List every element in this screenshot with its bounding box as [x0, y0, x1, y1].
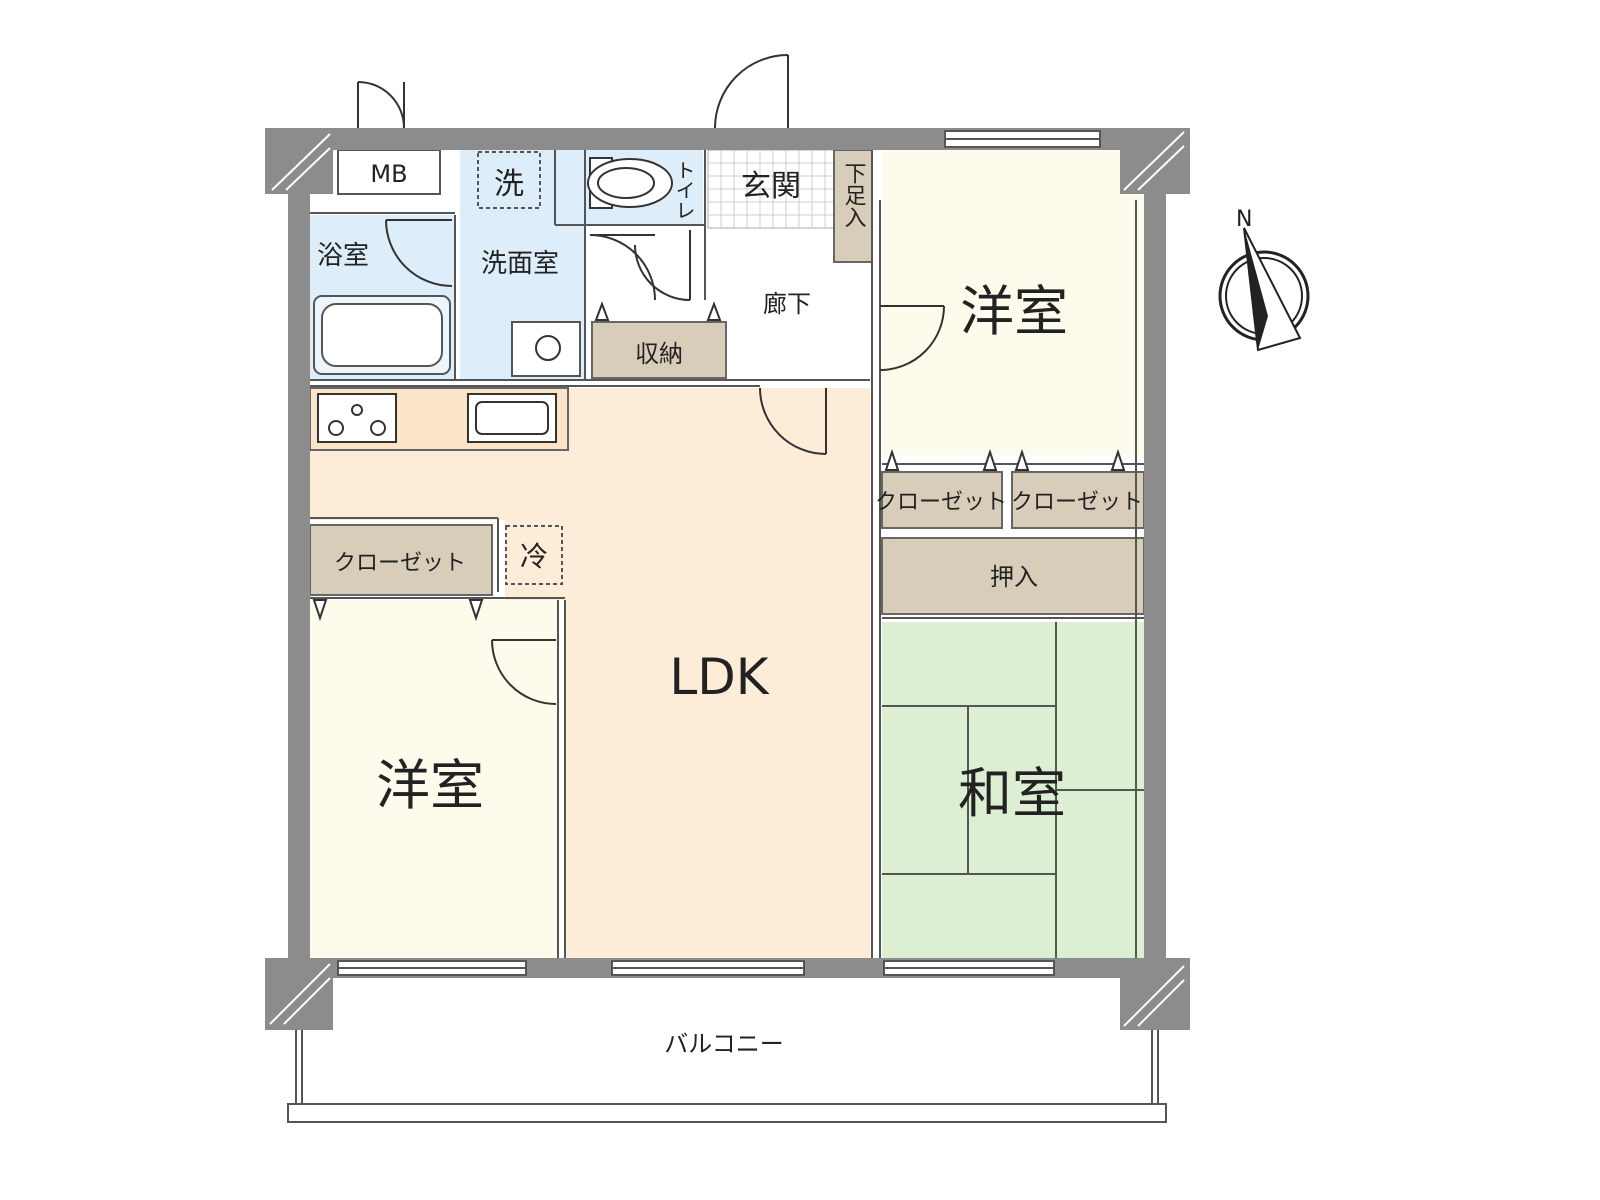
fridge-label: 冷 — [520, 540, 548, 573]
balcony-area — [287, 1030, 1167, 1123]
storage-area — [591, 321, 727, 379]
western-room-w-label: 洋室 — [376, 754, 484, 817]
mb-label: MB — [370, 160, 407, 188]
ldk-area — [310, 388, 870, 958]
washroom-label: 洗面室 — [481, 249, 559, 279]
ldk-label: LDK — [669, 648, 769, 706]
bathroom-label: 浴室 — [317, 241, 369, 271]
entrance-label: 玄関 — [741, 169, 801, 204]
japanese-room-label: 和室 — [958, 762, 1066, 825]
closet-ne-2-label: クローゼット — [1011, 490, 1143, 515]
interior-walls — [310, 150, 1144, 958]
storage-label: 収納 — [635, 340, 683, 368]
western-room-ne-label: 洋室 — [960, 280, 1068, 343]
oshiire-area — [881, 537, 1145, 615]
toilet-fixture — [587, 157, 673, 209]
fridge-space — [505, 525, 563, 585]
washer-label: 洗 — [494, 167, 524, 202]
hallway-label: 廊下 — [763, 290, 811, 318]
shoe-box-label: 下足入 — [841, 162, 867, 228]
balcony-label: バルコニー — [664, 1030, 784, 1058]
western-room-w-area — [310, 600, 558, 958]
closet-ne-1-area — [881, 471, 1003, 529]
closet-w-area — [309, 524, 493, 596]
closet-ne-1-label: クローゼット — [875, 490, 1007, 515]
washer-space — [477, 151, 541, 209]
compass-north-label: N — [1236, 207, 1252, 232]
closet-w-label: クローゼット — [334, 551, 466, 576]
mb-box — [337, 149, 441, 195]
western-room-ne-area — [882, 150, 1144, 455]
tatami-mats — [882, 622, 1144, 958]
north-compass-icon: N — [1218, 207, 1310, 352]
oshiire-label: 押入 — [990, 563, 1038, 591]
shoe-box-area — [833, 149, 873, 263]
kitchen-sink — [467, 393, 557, 443]
doors — [357, 54, 945, 705]
stove — [317, 393, 397, 443]
toilet-label: トイレ — [672, 160, 696, 220]
